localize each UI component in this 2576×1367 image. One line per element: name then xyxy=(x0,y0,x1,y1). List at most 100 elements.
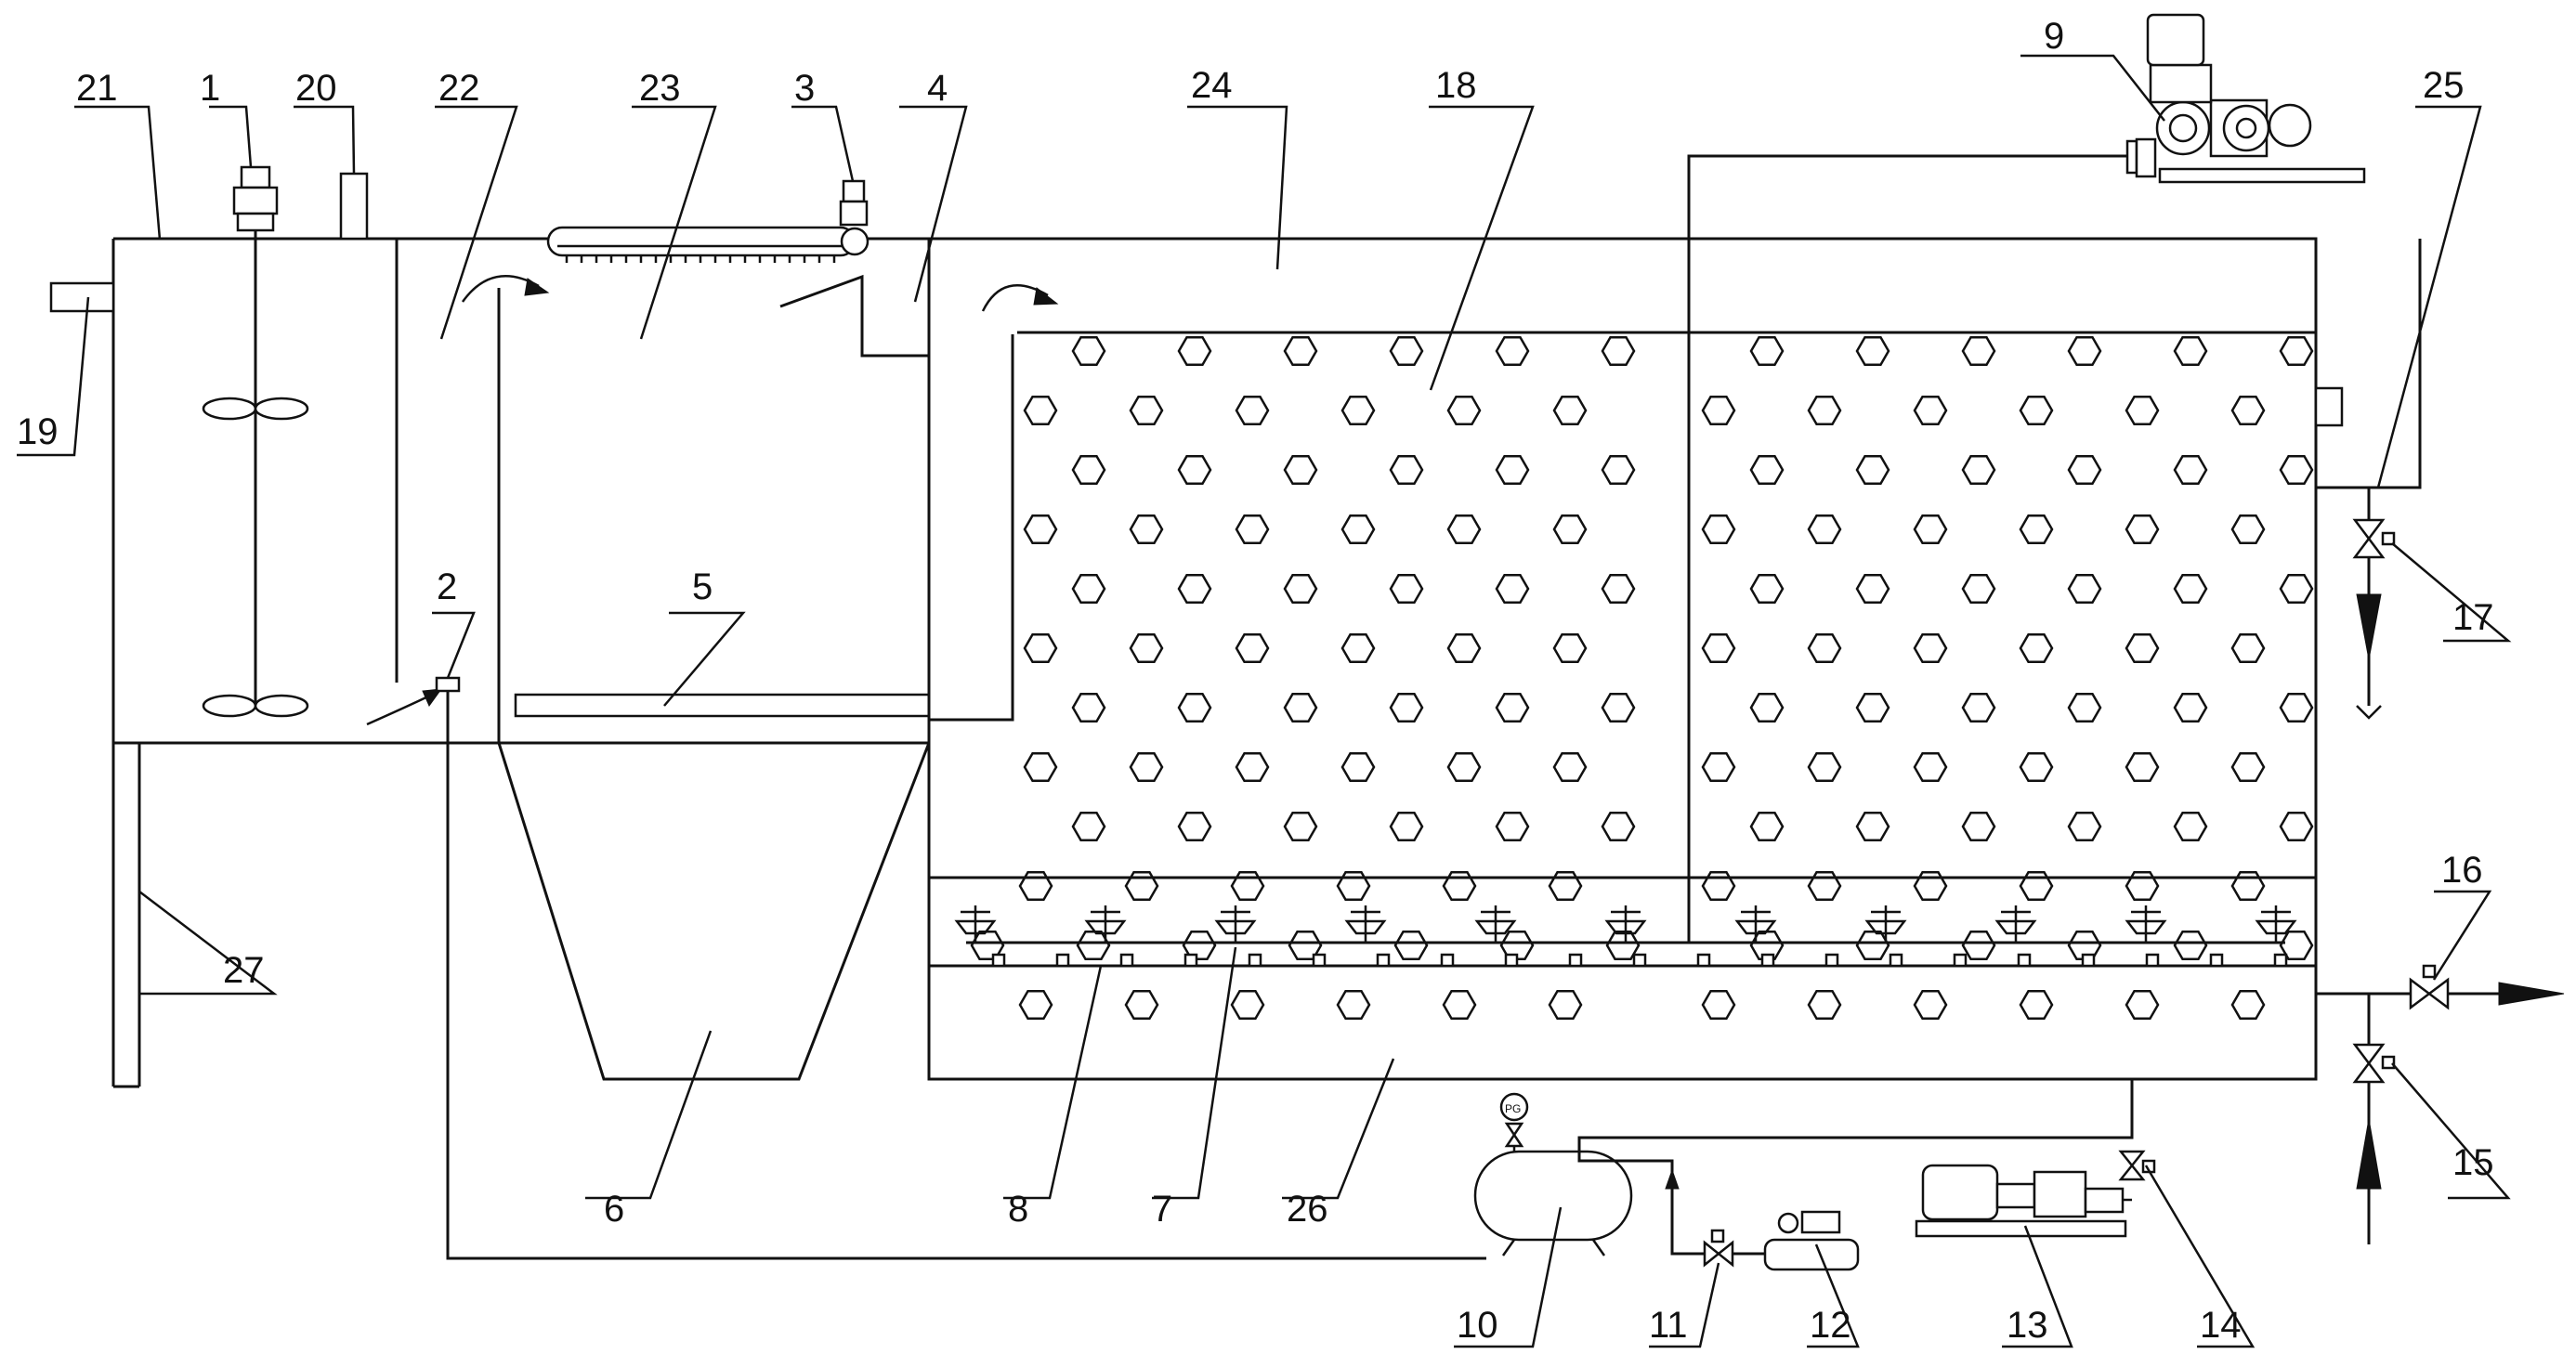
label-21: 21 xyxy=(76,68,118,109)
packing-hexagon-icon xyxy=(1389,455,1424,485)
packing-hexagon-icon xyxy=(1548,871,1583,901)
packing-hexagon-icon xyxy=(1495,693,1530,723)
packing-hexagon-icon xyxy=(1855,336,1890,366)
packing-hexagon-icon xyxy=(1076,931,1111,960)
packing-hexagon-icon xyxy=(1961,336,1996,366)
air-nozzle xyxy=(1376,953,1391,968)
packing-hexagon-icon xyxy=(1601,336,1636,366)
packing-hexagon-icon xyxy=(2279,812,2314,841)
packing-hexagon-icon xyxy=(1749,693,1785,723)
plate-5 xyxy=(514,693,931,718)
air-nozzle xyxy=(1632,953,1647,968)
scraper-teeth xyxy=(565,255,836,263)
part-labels: 1 2 3 4 5 6 7 8 9 10 11 12 13 14 15 16 1… xyxy=(17,16,2494,1346)
packing-hexagon-icon xyxy=(1235,633,1270,663)
packing-hexagon-icon xyxy=(2125,514,2160,544)
packing-hexagon-icon xyxy=(2067,455,2102,485)
packing-hexagon-icon xyxy=(1129,633,1164,663)
packing-hexagon-icon xyxy=(2173,455,2208,485)
packing-hexagon-icon xyxy=(2173,336,2208,366)
packing-hexagon-icon xyxy=(1230,990,1265,1020)
air-nozzle xyxy=(1119,953,1134,968)
packing-hexagon-icon xyxy=(2125,871,2160,901)
packing-hexagon-icon xyxy=(1283,336,1318,366)
packing-hexagon-icon xyxy=(1177,812,1212,841)
diffuser xyxy=(1734,905,1777,943)
packing-hexagon-icon xyxy=(2125,396,2160,425)
packing-hexagon-icon xyxy=(1129,396,1164,425)
mixer xyxy=(202,165,309,718)
packing-hexagon-icon xyxy=(1336,990,1371,1020)
packing-hexagon-icon xyxy=(1124,871,1159,901)
packing-hexagon-icon xyxy=(2125,752,2160,782)
air-nozzle xyxy=(2081,953,2096,968)
packing-hexagon-icon xyxy=(2230,633,2266,663)
packing-hexagon-icon xyxy=(1913,752,1948,782)
packing-hexagon-icon xyxy=(1552,514,1588,544)
packing-hexagon-icon xyxy=(1177,693,1212,723)
packing-hexagon-icon xyxy=(1961,931,1996,960)
packing-hexagon-icon xyxy=(1340,633,1376,663)
packing-hexagon-icon xyxy=(1749,336,1785,366)
packing-hexagon-icon xyxy=(1913,633,1948,663)
diffuser xyxy=(2255,905,2297,943)
packing-hexagon-icon xyxy=(1605,931,1641,960)
packing-hexagon-icon xyxy=(1749,455,1785,485)
label-2: 2 xyxy=(437,566,457,607)
packing-hexagon-icon xyxy=(1701,871,1736,901)
packing-hexagon-icon xyxy=(2067,574,2102,604)
packing-hexagon-icon xyxy=(1389,336,1424,366)
packing-hexagon-icon xyxy=(1340,514,1376,544)
packing-hexagon-icon xyxy=(1495,812,1530,841)
air-nozzle xyxy=(1504,953,1519,968)
packing-hexagon-icon xyxy=(2019,871,2054,901)
air-nozzle xyxy=(1440,953,1455,968)
packing-hexagon-icon xyxy=(1855,574,1890,604)
packing-hexagon-icon xyxy=(1807,871,1842,901)
packing-hexagon-icon xyxy=(1961,455,1996,485)
packing-hexagon-icon xyxy=(1495,574,1530,604)
packing-hexagon-icon xyxy=(2125,990,2160,1020)
label-26: 26 xyxy=(1287,1189,1328,1230)
air-nozzle xyxy=(1696,953,1711,968)
packing-hexagon-icon xyxy=(2230,871,2266,901)
air-nozzle xyxy=(1248,953,1262,968)
packing-hexagon-icon xyxy=(1446,752,1482,782)
packing-hexagon-icon xyxy=(2019,514,2054,544)
packing-hexagon-icon xyxy=(1235,396,1270,425)
packing-hexagon-icon xyxy=(1913,990,1948,1020)
label-5: 5 xyxy=(692,566,713,607)
packing-hexagon-icon xyxy=(1701,514,1736,544)
air-nozzle xyxy=(1183,953,1198,968)
packing-hexagon-icon xyxy=(1182,931,1217,960)
packing-hexagon-icon xyxy=(1393,931,1429,960)
label-8: 8 xyxy=(1008,1189,1028,1230)
aeration-diffusers xyxy=(954,905,2297,968)
diffuser xyxy=(1344,905,1387,943)
diffuser xyxy=(1864,905,1907,943)
packing-hexagon-icon xyxy=(1177,455,1212,485)
diffuser xyxy=(1604,905,1647,943)
label-17: 17 xyxy=(2452,597,2494,638)
packing-hexagon-icon xyxy=(1961,812,1996,841)
packing-hexagon-icon xyxy=(1442,990,1477,1020)
packing-hexagon-icon xyxy=(1446,396,1482,425)
diffuser xyxy=(954,905,997,943)
packing-hexagon-icon xyxy=(1552,633,1588,663)
packing-hexagon-icon xyxy=(2230,752,2266,782)
packing-hexagon-icon xyxy=(1235,514,1270,544)
air-nozzle xyxy=(1568,953,1583,968)
packing-hexagon-icon xyxy=(1283,693,1318,723)
packing-hexagon-icon xyxy=(1855,455,1890,485)
packing-hexagon-icon xyxy=(1601,455,1636,485)
air-nozzle xyxy=(2145,953,2160,968)
packing-hexagon-icon xyxy=(2173,931,2208,960)
packing-hexagon-icon xyxy=(2019,633,2054,663)
packing-hexagon-icon xyxy=(1071,812,1106,841)
packing-hexagon-icon xyxy=(1230,871,1265,901)
packing-hexagon-icon xyxy=(1071,336,1106,366)
label-6: 6 xyxy=(604,1189,624,1230)
packing-hexagon-icon xyxy=(2019,752,2054,782)
packing-hexagon-icon xyxy=(1701,633,1736,663)
packing-hexagon-icon xyxy=(1601,574,1636,604)
